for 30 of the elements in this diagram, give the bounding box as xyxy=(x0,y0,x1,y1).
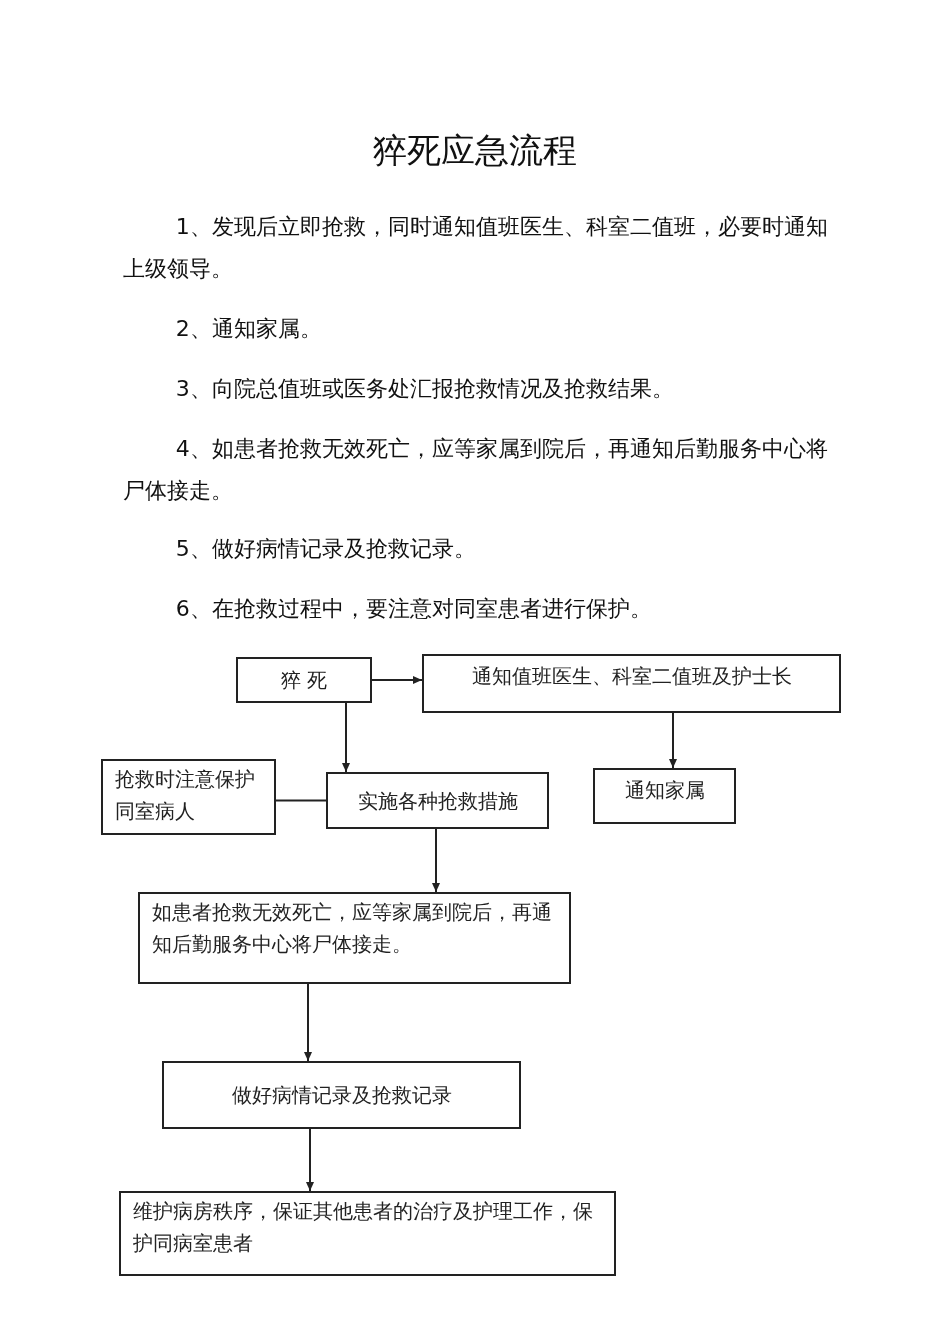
arrow xyxy=(371,676,423,684)
process-box xyxy=(138,892,571,984)
step-text: 2、通知家属。 xyxy=(174,315,323,343)
box-text: 通知值班医生、科室二值班及护士长 xyxy=(470,663,793,690)
step-text: 4、如患者抢救无效死亡，应等家属到院后，再通知后勤服务中心将尸体接走。 xyxy=(123,435,829,505)
arrow xyxy=(669,712,677,769)
step-text: 6、在抢救过程中，要注意对同室患者进行保护。 xyxy=(174,595,653,623)
box-text: 实施各种抢救措施 xyxy=(356,787,519,815)
connector-line xyxy=(275,799,327,802)
arrow xyxy=(432,828,440,893)
step-text: 3、向院总值班或医务处汇报抢救情况及抢救结果。 xyxy=(174,375,675,403)
process-box xyxy=(422,654,841,713)
process-box xyxy=(162,1061,521,1129)
process-box xyxy=(119,1191,616,1276)
arrow xyxy=(304,983,312,1062)
box-text: 猝 死 xyxy=(279,667,329,694)
process-box xyxy=(236,657,372,703)
box-text: 做好病情记录及抢救记录 xyxy=(230,1082,453,1109)
process-box xyxy=(593,768,736,824)
process-box xyxy=(326,772,549,829)
arrow xyxy=(306,1128,314,1192)
step-text: 1、发现后立即抢救，同时通知值班医生、科室二值班，必要时通知上级领导。 xyxy=(123,213,829,283)
title: 猝死应急流程 xyxy=(372,129,578,172)
box-text: 通知家属 xyxy=(623,777,706,804)
arrow xyxy=(342,702,350,773)
box-text: 如患者抢救无效死亡，应等家属到院后，再通知后勤服务中心将尸体接走。 xyxy=(152,899,553,958)
box-text: 维护病房秩序，保证其他患者的治疗及护理工作，保护同病室患者 xyxy=(133,1198,594,1257)
box-text: 抢救时注意保护同室病人 xyxy=(115,766,256,825)
process-box xyxy=(101,759,276,835)
step-text: 5、做好病情记录及抢救记录。 xyxy=(174,535,477,563)
